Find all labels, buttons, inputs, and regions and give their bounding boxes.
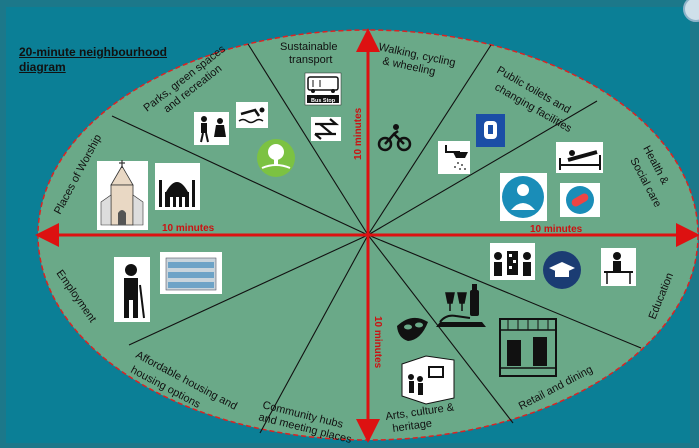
ten-minute-arrows [35, 28, 699, 443]
dining-icon [436, 284, 486, 327]
collaboration-icon [490, 243, 535, 280]
swimmer-icon [236, 102, 268, 128]
bus-stop-icon: Bus Stop [304, 72, 342, 106]
corner-button[interactable] [683, 0, 699, 22]
bus-stop-sign-text: Bus Stop [311, 98, 336, 104]
diagram-title: 20-minute neighbourhood diagram [19, 45, 209, 75]
axis-label-left: 10 minutes [162, 223, 215, 234]
hospital-bed-icon [556, 142, 603, 173]
church-icon [97, 160, 148, 230]
office-building-icon [160, 252, 222, 294]
axis-label-right: 10 minutes [530, 224, 583, 235]
title-line-2: diagram [19, 60, 66, 74]
label-sustainable-transport-1: Sustainable [280, 41, 338, 53]
doctor-icon [500, 173, 547, 221]
axis-label-top: 10 minutes [353, 107, 364, 160]
graduation-cap-icon [543, 251, 581, 289]
sector-lines [111, 43, 642, 434]
cyclist-icon [377, 124, 412, 152]
theatre-mask-icon [397, 317, 428, 341]
retail-shop-icon [499, 318, 557, 377]
label-sustainable-transport-2: transport [289, 54, 332, 66]
park-tree-icon [257, 139, 295, 177]
medicine-icon [560, 183, 600, 217]
title-line-1: 20-minute neighbourhood [19, 45, 167, 59]
rail-icon [311, 117, 341, 141]
worker-icon [114, 257, 150, 322]
shower-icon [438, 141, 470, 174]
mosque-icon [155, 163, 200, 210]
student-desk-icon [601, 248, 636, 286]
public-toilet-icon [476, 114, 505, 147]
axis-label-bottom: 10 minutes [372, 316, 383, 369]
label-arts-2: heritage [392, 418, 433, 435]
people-icon [194, 112, 229, 145]
gallery-icon [401, 355, 455, 405]
